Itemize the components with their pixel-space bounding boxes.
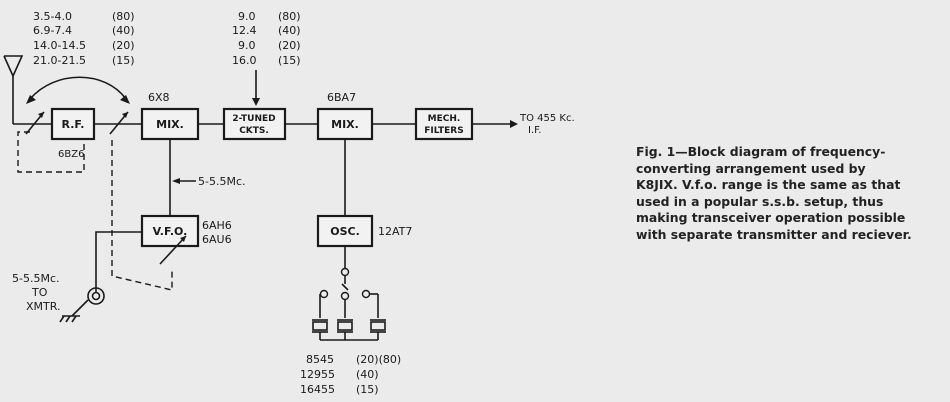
tuned-label-line2: CKTS. (239, 126, 269, 136)
if-freq-80: 9.0 (238, 10, 256, 23)
mechanical-link-rf (17, 131, 85, 173)
tuned-label-line1: 2-TUNED (232, 114, 275, 124)
filters-label-line1: MECH. (428, 114, 461, 124)
tuned-circuits-block (222, 107, 287, 141)
if-arrow-head (252, 98, 260, 106)
if-freq-20: 9.0 (238, 39, 256, 52)
band-range-80: 3.5-4.0 (33, 10, 72, 23)
coax-jack-icon (87, 287, 105, 305)
mix2-label: MIX. (331, 118, 359, 131)
ground-icon (59, 315, 80, 323)
crystal-band-1: (20)(80) (356, 353, 401, 366)
band-label-15: (15) (112, 54, 135, 67)
caption-line-3: K8JIX. V.f.o. range is the same as that (636, 177, 901, 192)
gang-tuning-arc (29, 76, 127, 100)
band-range-20: 14.0-14.5 (33, 39, 86, 52)
gang-arc-arrow-right (120, 95, 130, 104)
block-diagram: 3.5-4.0 (80) 6.9-7.4 (40) 14.0-14.5 (20)… (3, 10, 575, 396)
crystal-band-3: (15) (356, 383, 379, 396)
figure-caption: Fig. 1—Block diagram of frequency- conve… (636, 144, 942, 243)
if-band-80: (80) (278, 10, 301, 23)
crystal-oscillator-block (316, 214, 374, 248)
vfo-range-pointer-head (172, 178, 180, 184)
variable-tuning-rf-head (38, 112, 44, 118)
rf-label: R.F. (62, 118, 85, 131)
mix1-label: MIX. (156, 118, 184, 131)
if-freq-40: 12.4 (232, 24, 257, 37)
band-label-40: (40) (112, 24, 135, 37)
output-label-line1: TO 455 Kc. (519, 113, 575, 124)
osc-tube-label: 12AT7 (378, 225, 412, 238)
if-band-40: (40) (278, 24, 301, 37)
band-label-80: (80) (112, 10, 135, 23)
xmtr-label-line1: 5-5.5Mc. (12, 272, 60, 285)
if-band-table: 9.0 (80) 12.4 (40) 9.0 (20) 16.0 (15) (232, 10, 301, 67)
variable-tuning-vfo-head (180, 236, 186, 242)
crystal-freq-2: 12955 (300, 368, 335, 381)
if-freq-15: 16.0 (232, 54, 257, 67)
variable-tuning-mix1-head (122, 112, 128, 118)
vfo-range-label: 5-5.5Mc. (198, 175, 246, 188)
mechanical-filters-block (414, 107, 474, 141)
caption-line-4: used in a popular s.s.b. setup, thus (636, 193, 884, 209)
band-range-15: 21.0-21.5 (33, 54, 86, 67)
rf-tube-label: 6BZ6 (58, 149, 84, 160)
crystal-freq-3: 16455 (300, 383, 335, 396)
crystal-band-2: (40) (356, 368, 379, 381)
vfo-tube1-label: 6AH6 (202, 219, 232, 232)
vfo-label: V.F.O. (153, 225, 188, 238)
antenna-icon (3, 55, 24, 124)
band-range-40: 6.9-7.4 (33, 24, 72, 37)
mix2-tube-label: 6BA7 (327, 91, 356, 104)
caption-line-5: making transceiver operation possible (636, 210, 906, 225)
caption-line-2: converting arrangement used by (636, 160, 866, 176)
caption-line-1: Fig. 1—Block diagram of frequency- (636, 144, 886, 159)
variable-tuning-vfo (159, 235, 187, 265)
gang-arc-arrow-left (26, 95, 36, 104)
crystal-icon-3 (370, 319, 386, 340)
crystal-icon-1 (312, 319, 328, 340)
crystal-icon-2 (337, 319, 353, 340)
xmtr-label-line3: XMTR. (26, 300, 61, 313)
band-label-20: (20) (112, 39, 135, 52)
caption-line-6: with separate transmitter and reciever. (636, 226, 912, 242)
mix1-tube-label: 6X8 (148, 91, 170, 104)
rf-amplifier-block (50, 107, 96, 141)
crystal-frequency-table: 8545 (20)(80) 12955 (40) 16455 (15) (300, 353, 401, 396)
if-band-15: (15) (278, 54, 301, 67)
crystal-switch-icon (319, 267, 379, 318)
input-band-table: 3.5-4.0 (80) 6.9-7.4 (40) 14.0-14.5 (20)… (33, 10, 135, 67)
vfo-tube2-label: 6AU6 (202, 233, 232, 246)
if-band-20: (20) (278, 39, 301, 52)
osc-label: OSC. (330, 225, 360, 238)
vfo-block (140, 214, 200, 248)
filters-label-line2: FILTERS (424, 126, 463, 136)
wire-vfo-xmtr (95, 231, 142, 292)
crystal-freq-1: 8545 (306, 353, 334, 366)
jack-ground-lead (71, 299, 89, 317)
xmtr-label-line2: TO (31, 286, 48, 299)
output-arrow-head (510, 120, 518, 128)
output-label-line2: I.F. (528, 125, 541, 136)
